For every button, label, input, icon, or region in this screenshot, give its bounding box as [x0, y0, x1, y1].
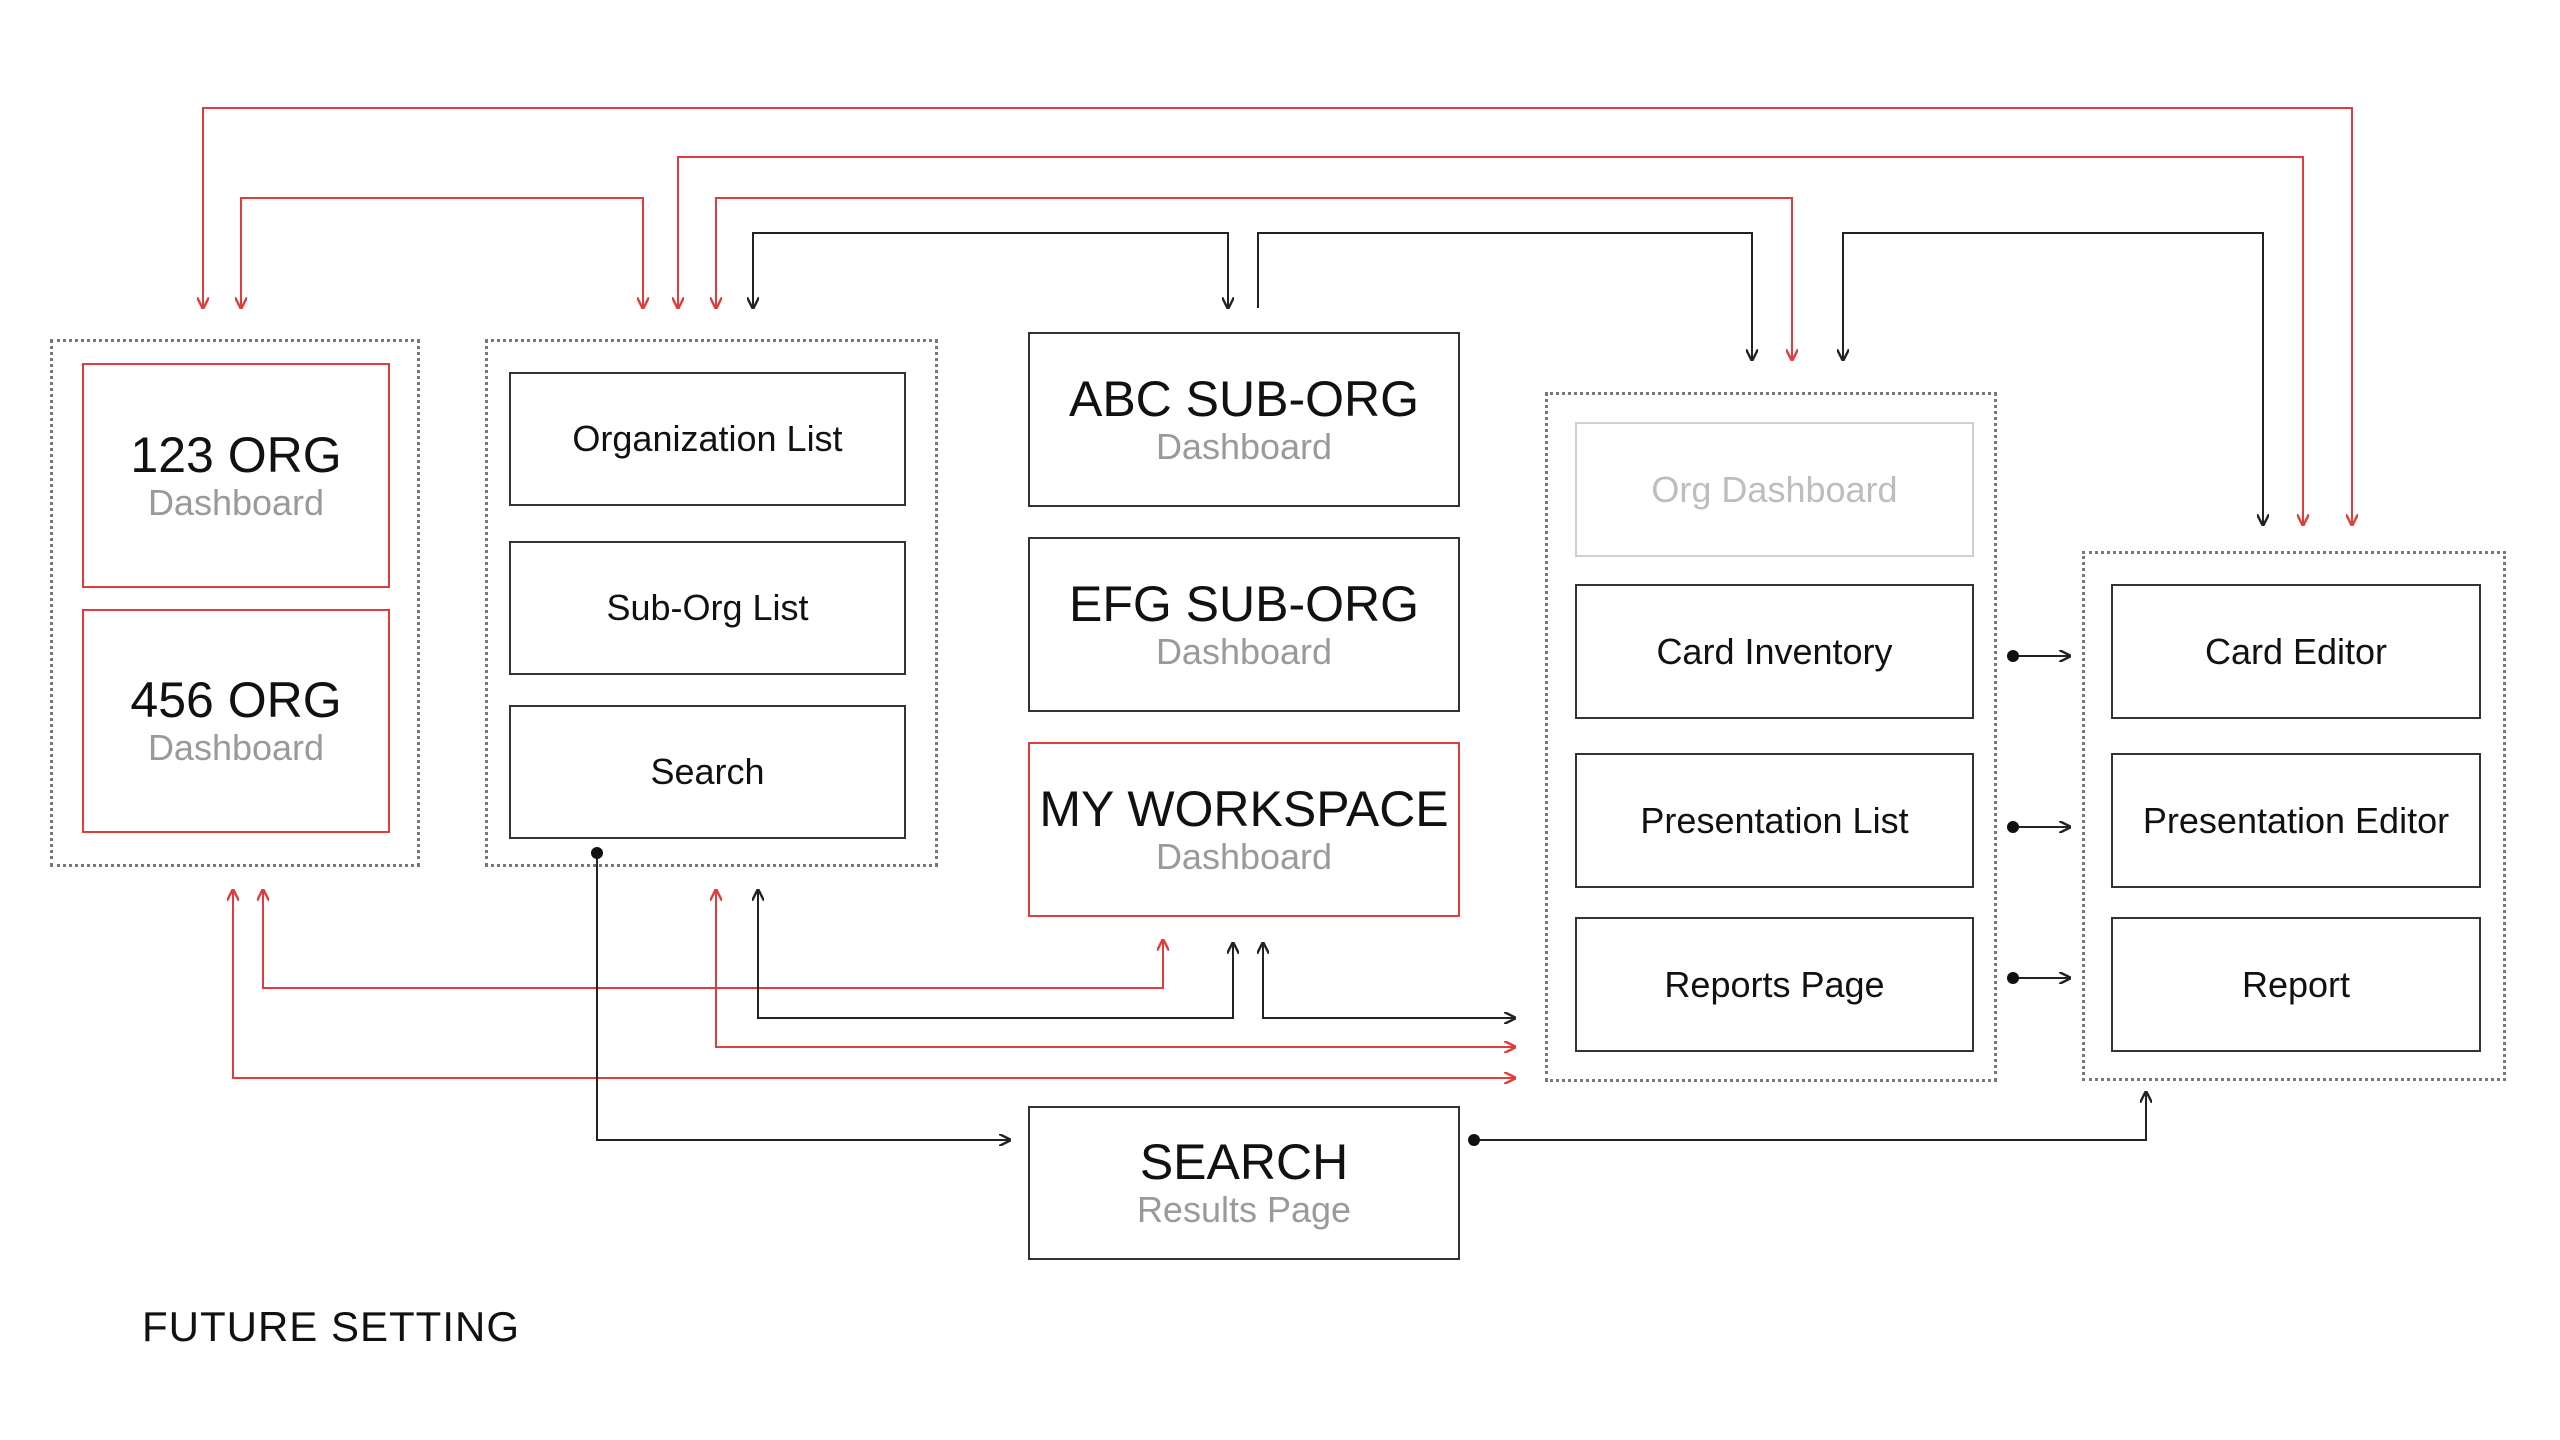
sub-org-list-box[interactable]: Sub-Org List	[509, 541, 906, 675]
card-editor-label: Card Editor	[2204, 630, 2388, 672]
red-link-top-2	[678, 156, 2303, 525]
search-label: Search	[650, 751, 765, 792]
dot-results	[1468, 1134, 1480, 1146]
presentation-editor-box[interactable]: Presentation Editor	[2111, 753, 2481, 888]
black-link-bottom-2	[1263, 943, 1515, 1018]
card-inventory-box[interactable]: Card Inventory	[1575, 584, 1974, 719]
org-123-title: 123 ORG	[130, 426, 342, 483]
red-link-top-outer	[203, 107, 2352, 525]
organization-list-label: Organization List	[572, 418, 843, 459]
search-box[interactable]: Search	[509, 705, 906, 839]
org-456-dashboard[interactable]: 456 ORG Dashboard	[82, 609, 390, 833]
black-link-top-3	[1843, 232, 2263, 525]
dot-presentation	[2007, 821, 2019, 833]
presentation-list-label: Presentation List	[1640, 799, 1909, 841]
abc-sub-org-subtitle: Dashboard	[1155, 425, 1333, 467]
dot-search	[591, 847, 603, 859]
org-dashboard-group	[50, 339, 420, 867]
reports-page-label: Reports Page	[1664, 963, 1885, 1005]
presentation-list-box[interactable]: Presentation List	[1575, 753, 1974, 888]
abc-sub-org-dashboard[interactable]: ABC SUB-ORG Dashboard	[1028, 332, 1460, 507]
card-inventory-label: Card Inventory	[1656, 630, 1893, 672]
red-link-top-4	[716, 197, 1792, 360]
efg-sub-org-dashboard[interactable]: EFG SUB-ORG Dashboard	[1028, 537, 1460, 712]
report-label: Report	[2241, 963, 2351, 1005]
lists-group	[485, 339, 938, 867]
report-box[interactable]: Report	[2111, 917, 2481, 1052]
black-link-top-1	[753, 232, 1228, 308]
black-link-top-2	[1257, 232, 1752, 360]
search-results-title: SEARCH	[1139, 1134, 1349, 1190]
red-link-bottom-3	[233, 890, 1515, 1078]
efg-sub-org-title: EFG SUB-ORG	[1068, 575, 1420, 632]
organization-list-box[interactable]: Organization List	[509, 372, 906, 506]
org-dashboard-box[interactable]: Org Dashboard	[1575, 422, 1974, 557]
org-123-subtitle: Dashboard	[147, 481, 325, 523]
my-workspace-title: MY WORKSPACE	[1039, 780, 1449, 837]
red-link-top-3	[241, 197, 643, 308]
org-dashboard-label: Org Dashboard	[1651, 468, 1898, 510]
search-results-subtitle: Results Page	[1136, 1189, 1352, 1230]
diagram-caption: FUTURE SETTING	[142, 1303, 520, 1350]
black-link-bottom-1	[758, 890, 1233, 1019]
reports-page-box[interactable]: Reports Page	[1575, 917, 1974, 1052]
presentation-editor-label: Presentation Editor	[2142, 799, 2450, 841]
abc-sub-org-title: ABC SUB-ORG	[1068, 370, 1420, 427]
org-456-title: 456 ORG	[130, 672, 342, 728]
editors-group	[2082, 551, 2506, 1081]
my-workspace-subtitle: Dashboard	[1155, 835, 1333, 877]
search-results-page[interactable]: SEARCH Results Page	[1028, 1106, 1460, 1260]
my-workspace-dashboard[interactable]: MY WORKSPACE Dashboard	[1028, 742, 1460, 917]
pages-group	[1545, 392, 1997, 1082]
sub-org-list-label: Sub-Org List	[606, 587, 809, 628]
dot-inventory	[2007, 650, 2019, 662]
card-editor-box[interactable]: Card Editor	[2111, 584, 2481, 719]
efg-sub-org-subtitle: Dashboard	[1155, 630, 1333, 672]
org-456-subtitle: Dashboard	[147, 727, 325, 768]
black-link-results	[1474, 1092, 2146, 1141]
dot-reports	[2007, 972, 2019, 984]
org-123-dashboard[interactable]: 123 ORG Dashboard	[82, 363, 390, 588]
black-link-search	[596, 853, 1010, 1140]
